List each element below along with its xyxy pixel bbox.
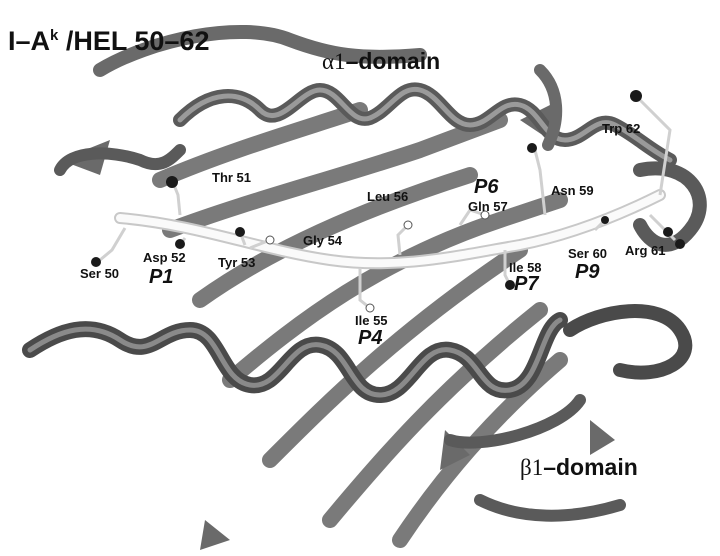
- residue-label-tyr53: Tyr 53: [218, 255, 256, 270]
- beta-sheet-floor: [152, 102, 568, 548]
- atoms: [91, 90, 685, 313]
- pocket-label-p6: P6: [474, 176, 499, 198]
- residue-label-ile58: Ile 58: [509, 260, 542, 275]
- pocket-label-p9: P9: [575, 261, 600, 283]
- figure-title: I–Ak /HEL 50–62: [8, 26, 209, 57]
- residue-label-asn59: Asn 59: [551, 183, 594, 198]
- residue-label-ile55: Ile 55: [355, 313, 388, 328]
- residue-label-ser50: Ser 50: [80, 266, 120, 281]
- title-superscript: k: [50, 27, 59, 44]
- alpha1-domain-label: α1–domain: [322, 48, 441, 74]
- pocket-label-p1: P1: [149, 266, 174, 288]
- alpha1-helix: [54, 24, 707, 252]
- residue-label-arg61: Arg 61: [625, 243, 666, 258]
- residue-label-trp62: Trp 62: [602, 121, 641, 136]
- pocket-label-p7: P7: [514, 273, 539, 295]
- residue-label-thr51: Thr 51: [212, 170, 252, 185]
- residue-label-leu56: Leu 56: [367, 189, 409, 204]
- residue-label-asp52: Asp 52: [143, 250, 186, 265]
- pocket-label-p4: P4: [358, 327, 383, 349]
- residue-label-gly54: Gly 54: [303, 233, 343, 248]
- residue-label-gln57: Gln 57: [468, 199, 508, 214]
- residue-label-ser60: Ser 60: [568, 246, 608, 261]
- beta1-helix: [22, 304, 693, 522]
- title-suffix: /HEL 50–62: [58, 26, 210, 56]
- beta1-domain-label: β1–domain: [520, 454, 638, 480]
- title-main: I–A: [8, 26, 51, 56]
- peptide-backbone: [114, 189, 666, 270]
